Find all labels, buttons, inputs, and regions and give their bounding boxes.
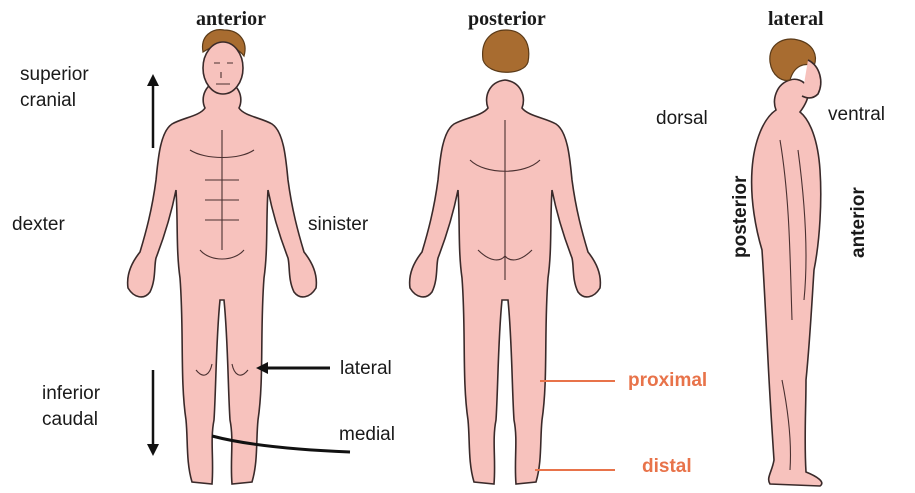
proximal-label: proximal [628,370,707,392]
dexter-label: dexter [12,214,65,236]
lateral-title: lateral [768,8,824,31]
side-anterior-label: anterior [848,187,870,258]
lateral-label: lateral [340,358,392,380]
side-figure [752,39,822,486]
side-posterior-label: posterior [730,176,752,258]
inferior-caudal-label: inferior caudal [42,381,100,433]
superior-arrow [147,74,159,148]
dorsal-label: dorsal [656,108,708,130]
distal-label: distal [642,456,692,478]
posterior-title: posterior [468,8,546,31]
back-figure [410,30,601,484]
ventral-label: ventral [828,104,885,126]
inferior-arrow [147,370,159,456]
superior-cranial-label: superior cranial [20,62,89,114]
superior-text: superior [20,62,89,88]
inferior-text: inferior [42,381,100,407]
medial-label: medial [339,424,395,446]
sinister-label: sinister [308,214,368,236]
caudal-text: caudal [42,407,100,433]
lateral-pointer-arrow [256,362,330,374]
cranial-text: cranial [20,88,89,114]
front-figure [128,30,317,484]
anterior-title: anterior [196,8,266,31]
